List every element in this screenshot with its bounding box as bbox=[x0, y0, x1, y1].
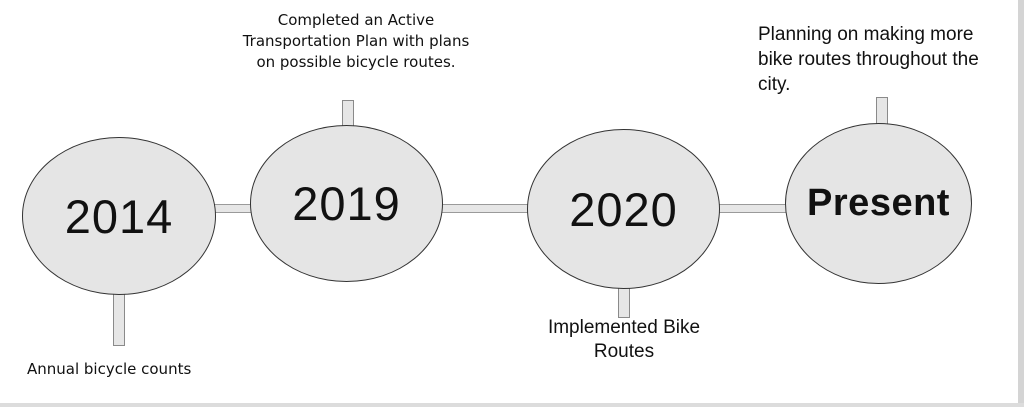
event-note-2019: Completed an Active Transportation Plan … bbox=[242, 11, 470, 71]
year-label-2020: 2020 bbox=[569, 182, 678, 236]
event-note-2014: Annual bicycle counts bbox=[27, 360, 192, 378]
year-label-present: Present bbox=[807, 182, 950, 224]
stem-2020 bbox=[618, 286, 630, 318]
timeline-node-present: Present bbox=[785, 123, 972, 284]
event-note-2020: Implemented Bike Routes bbox=[547, 317, 701, 362]
timeline-node-2019: 2019 bbox=[250, 125, 443, 282]
year-label-2014: 2014 bbox=[64, 189, 174, 243]
page-frame-bottom bbox=[0, 403, 1024, 407]
stem-present bbox=[876, 97, 888, 126]
timeline-node-2014: 2014 bbox=[22, 137, 216, 295]
year-label-2019: 2019 bbox=[292, 177, 401, 230]
timeline-node-2020: 2020 bbox=[527, 129, 720, 289]
event-note-present: Planning on making more bike routes thro… bbox=[758, 24, 979, 95]
stem-2014 bbox=[113, 292, 125, 346]
connector-2019-2020 bbox=[440, 204, 532, 213]
connector-2020-present bbox=[718, 204, 790, 213]
page-frame-right bbox=[1018, 0, 1024, 407]
